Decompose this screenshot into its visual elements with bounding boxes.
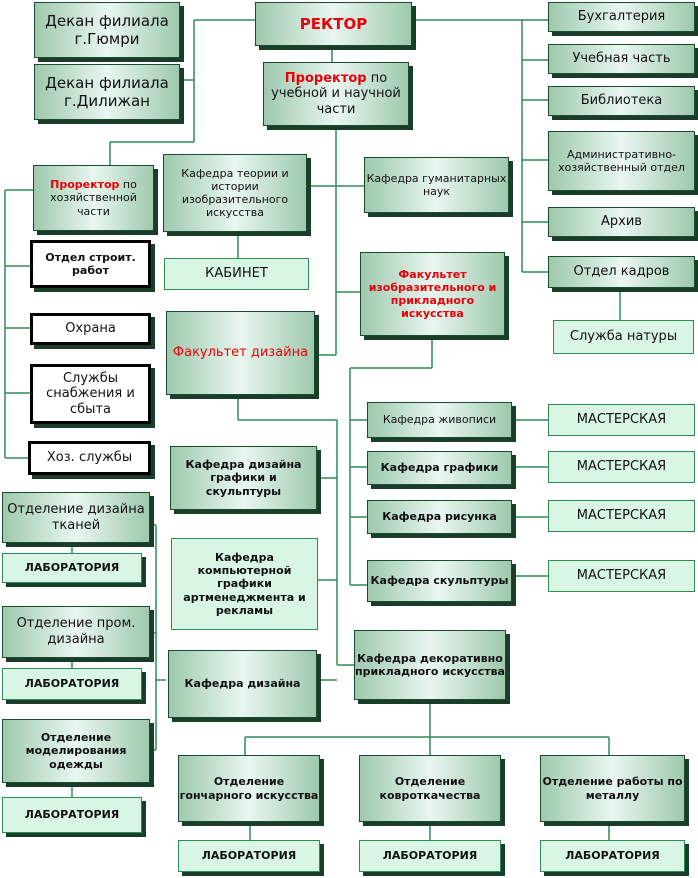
supply-label: Службы снабжения и сбыта — [46, 370, 135, 417]
lab-textile-label: ЛАБОРАТОРИЯ — [24, 561, 120, 575]
admin-dept-box: Административно-хозяйственный отдел — [548, 131, 695, 191]
lab-carpet-label: ЛАБОРАТОРИЯ — [382, 849, 478, 863]
academic-office-label: Учебная часть — [572, 51, 671, 67]
dept-humanities-box: Кафедра гуманитарных наук — [364, 157, 509, 213]
dept-theory-label: Кафедра теории и истории изобразительног… — [181, 166, 289, 220]
nature-service-label: Служба натуры — [569, 329, 678, 345]
dept-sculpture-label: Кафедра скульптуры — [370, 574, 509, 588]
workshop-graphics-box: МАСТЕРСКАЯ — [548, 451, 695, 483]
div-pottery-label: Отделение гончарного искусства — [179, 775, 319, 802]
dept-computer-graphics-label: Кафедра компьютерной графики артменеджме… — [183, 551, 306, 617]
workshop-graphics-label: МАСТЕРСКАЯ — [576, 459, 667, 475]
lab-metal-label: ЛАБОРАТОРИЯ — [565, 849, 660, 863]
lab-clothing-label: ЛАБОРАТОРИЯ — [24, 808, 120, 822]
nature-service-box: Служба натуры — [553, 320, 694, 354]
archive-box: Архив — [548, 207, 695, 237]
div-clothing-box: Отделение моделирования одежды — [2, 719, 150, 783]
cabinet-label: КАБИНЕТ — [205, 266, 268, 282]
div-pottery-box: Отделение гончарного искусства — [178, 755, 320, 822]
prorector-study-label: Проректор по учебной и научной части — [271, 70, 401, 117]
dept-humanities-label: Кафедра гуманитарных наук — [366, 171, 507, 198]
dept-painting-label: Кафедра живописи — [382, 413, 497, 427]
div-metal-label: Отделение работы по металлу — [542, 775, 683, 802]
lab-pottery-box: ЛАБОРАТОРИЯ — [178, 840, 320, 872]
household-label: Хоз. службы — [46, 450, 133, 466]
dean-dilijan-box: Декан филиала г.Дилижан — [34, 64, 180, 120]
workshop-sculpture-label: МАСТЕРСКАЯ — [576, 568, 667, 584]
faculty-design-box: Факультет дизайна — [166, 311, 315, 395]
workshop-drawing-box: МАСТЕРСКАЯ — [548, 500, 695, 532]
library-box: Библиотека — [548, 86, 695, 116]
academic-office-box: Учебная часть — [548, 44, 695, 74]
rector-box: РЕКТОР — [255, 2, 412, 46]
workshop-drawing-label: МАСТЕРСКАЯ — [576, 508, 667, 524]
dept-drawing-box: Кафедра рисунка — [367, 500, 512, 534]
div-clothing-label: Отделение моделирования одежды — [25, 731, 127, 771]
dept-graphics-box: Кафедра графики — [367, 451, 512, 485]
dept-decorative-box: Кафедра декоративно прикладного искусств… — [354, 630, 506, 700]
supply-box: Службы снабжения и сбыта — [30, 364, 151, 424]
construction-box: Отдел строит. работ — [30, 240, 151, 288]
dean-gyumri-label: Декан филиала г.Гюмри — [45, 12, 169, 48]
div-carpet-label: Отделение ковроткачества — [379, 775, 481, 802]
library-label: Библиотека — [580, 93, 663, 109]
dean-gyumri-box: Декан филиала г.Гюмри — [34, 2, 180, 58]
lab-industrial-label: ЛАБОРАТОРИЯ — [24, 677, 120, 691]
accounting-label: Бухгалтерия — [577, 9, 666, 25]
household-box: Хоз. службы — [28, 441, 151, 475]
dept-design-graphics-label: Кафедра дизайна графики и скульптуры — [185, 458, 302, 498]
cabinet-box: КАБИНЕТ — [164, 258, 309, 290]
dept-sculpture-box: Кафедра скульптуры — [367, 560, 512, 602]
dept-design-graphics-box: Кафедра дизайна графики и скульптуры — [170, 446, 317, 510]
prorector-econ-box: Проректор по хозяйственной части — [33, 165, 154, 231]
div-metal-box: Отделение работы по металлу — [540, 755, 685, 822]
lab-industrial-box: ЛАБОРАТОРИЯ — [2, 668, 142, 700]
div-industrial-label: Отделение пром. дизайна — [16, 616, 136, 647]
lab-pottery-label: ЛАБОРАТОРИЯ — [201, 849, 297, 863]
security-box: Охрана — [30, 313, 151, 345]
dept-painting-box: Кафедра живописи — [367, 402, 512, 438]
dept-graphics-label: Кафедра графики — [380, 461, 499, 475]
div-textile-box: Отделение дизайна тканей — [2, 492, 150, 543]
dept-decorative-label: Кафедра декоративно прикладного искусств… — [355, 651, 505, 678]
workshop-painting-label: МАСТЕРСКАЯ — [576, 412, 667, 428]
div-textile-label: Отделение дизайна тканей — [7, 501, 145, 533]
rector-label: РЕКТОР — [299, 15, 368, 33]
admin-dept-label: Административно-хозяйственный отдел — [558, 147, 685, 174]
dept-design-box: Кафедра дизайна — [168, 650, 317, 718]
construction-label: Отдел строит. работ — [45, 250, 136, 277]
workshop-painting-box: МАСТЕРСКАЯ — [548, 404, 695, 436]
lab-textile-box: ЛАБОРАТОРИЯ — [2, 553, 142, 583]
faculty-design-label: Факультет дизайна — [172, 345, 309, 361]
lab-carpet-box: ЛАБОРАТОРИЯ — [359, 840, 501, 872]
prorector-econ-label: Проректор по хозяйственной части — [50, 178, 137, 218]
faculty-fine-arts-label: Факультет изобразительного и прикладного… — [368, 267, 497, 321]
dept-theory-box: Кафедра теории и истории изобразительног… — [163, 154, 307, 232]
accounting-box: Бухгалтерия — [548, 2, 695, 32]
hr-box: Отдел кадров — [548, 256, 695, 288]
dept-design-label: Кафедра дизайна — [184, 677, 301, 691]
dean-dilijan-label: Декан филиала г.Дилижан — [45, 74, 169, 110]
faculty-fine-arts-box: Факультет изобразительного и прикладного… — [360, 252, 505, 336]
div-carpet-box: Отделение ковроткачества — [359, 755, 501, 822]
dept-computer-graphics-box: Кафедра компьютерной графики артменеджме… — [171, 538, 318, 630]
lab-clothing-box: ЛАБОРАТОРИЯ — [2, 797, 142, 833]
lab-metal-box: ЛАБОРАТОРИЯ — [540, 840, 685, 872]
prorector-study-box: Проректор по учебной и научной части — [263, 62, 409, 126]
div-industrial-box: Отделение пром. дизайна — [2, 606, 150, 658]
archive-label: Архив — [601, 214, 642, 230]
workshop-sculpture-box: МАСТЕРСКАЯ — [548, 560, 695, 592]
security-label: Охрана — [65, 321, 116, 337]
hr-label: Отдел кадров — [573, 264, 670, 280]
dept-drawing-label: Кафедра рисунка — [382, 510, 497, 524]
